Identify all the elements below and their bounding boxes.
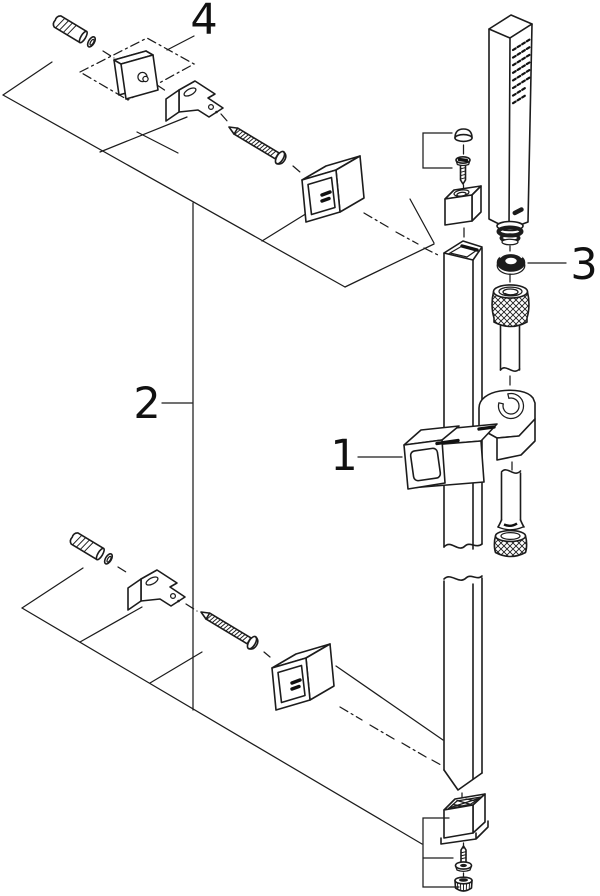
bracket-marker-bottom <box>422 817 460 888</box>
cap-screw-bottom-icon <box>454 845 473 873</box>
callout-4-leader <box>166 35 195 51</box>
hose-nut-upper <box>491 284 530 328</box>
mounting-bracket-top-icon <box>165 80 224 122</box>
callout-1: 1 <box>330 431 403 481</box>
lower-wall-plane <box>21 567 444 845</box>
wall-anchor-top-icon <box>50 13 99 50</box>
shower-hose-upper <box>499 325 521 372</box>
dome-cap-top-icon <box>454 128 473 143</box>
callout-3: 3 <box>527 240 598 290</box>
upper-wall-plane <box>2 61 435 288</box>
washer-gasket <box>496 252 526 275</box>
hand-shower <box>488 14 533 246</box>
fixing-screw-bottom-icon <box>196 605 261 653</box>
hose-connector <box>496 220 524 246</box>
mount-position-marker <box>78 37 196 101</box>
callout-3-label: 3 <box>570 240 597 290</box>
end-cap-block-top-icon <box>444 185 482 226</box>
fixing-screw-top-icon <box>224 120 289 168</box>
callout-4: 4 <box>166 0 218 51</box>
rail-top-fasteners <box>422 128 482 240</box>
callout-1-label: 1 <box>330 431 357 481</box>
slider-holder <box>403 389 536 490</box>
shower-hose-lower <box>497 469 525 531</box>
hose-nut-lower <box>493 529 528 558</box>
shower-rail <box>443 240 483 791</box>
fixing-set-top <box>50 13 439 256</box>
cap-screw-top-icon <box>455 156 471 185</box>
callout-4-label: 4 <box>190 0 217 45</box>
dome-nut-bottom-icon <box>454 876 473 892</box>
escutcheon-plate-icon <box>113 50 159 100</box>
wall-anchor-bottom-icon <box>67 530 116 567</box>
callout-2-label: 2 <box>133 379 160 429</box>
bracket-marker-top <box>422 132 453 169</box>
brand-mark <box>512 207 524 216</box>
rail-bottom-fasteners <box>422 792 489 892</box>
mounting-bracket-bottom-icon <box>127 569 186 611</box>
spray-nozzles <box>511 38 531 105</box>
cover-box-top-icon <box>300 154 366 224</box>
end-cap-block-bottom-icon <box>440 793 489 845</box>
cover-box-bottom-icon <box>270 642 336 712</box>
callout-2: 2 <box>133 379 193 429</box>
fixing-set-bottom <box>67 530 442 766</box>
